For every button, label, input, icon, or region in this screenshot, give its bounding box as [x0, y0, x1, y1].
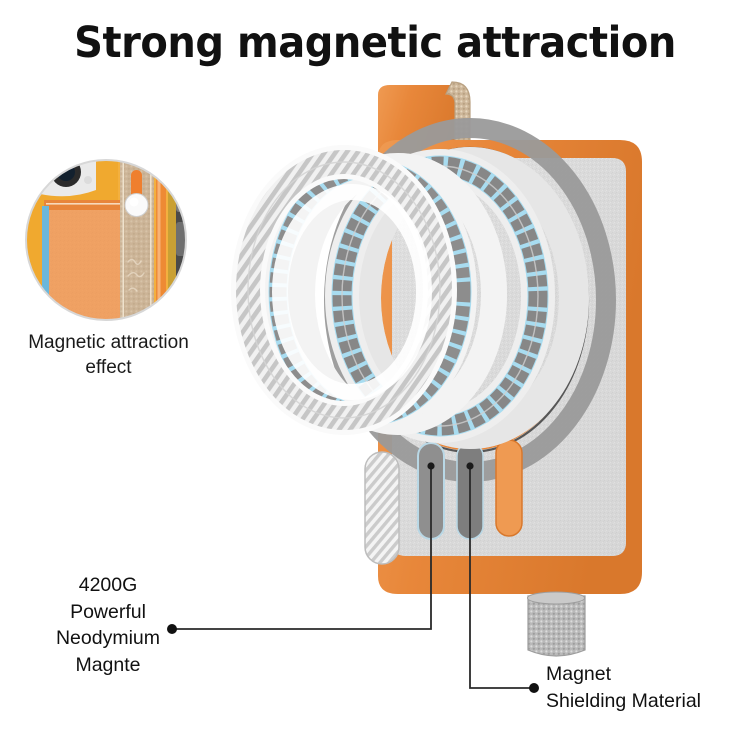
callout-magnet-line-4: Magnte — [75, 653, 141, 676]
orange-pill-slot — [495, 439, 523, 537]
ring-front-highlight — [272, 184, 432, 400]
magnet-ring-stack — [231, 145, 589, 449]
callout-label-magnet: 4200G Powerful Neodymium Magnte — [28, 572, 188, 678]
leader-lines — [172, 466, 534, 689]
bottom-strap-top — [527, 591, 585, 605]
leader-dot-magnet — [167, 624, 177, 634]
shielding-pill — [364, 451, 400, 565]
leader-dot-shield — [529, 683, 539, 693]
leader-anchor-shield — [466, 462, 474, 470]
bottom-strap-outline — [527, 595, 586, 657]
bottom-strap-group — [527, 591, 586, 657]
inset-caption: Magnetic attraction effect — [6, 330, 211, 380]
callout-label-shield: Magnet Shielding Material — [546, 661, 750, 715]
callout-shield-line-2: Shielding Material — [546, 690, 702, 712]
callout-magnet-line-1: 4200G — [78, 574, 138, 596]
leader-line-shield — [469, 466, 534, 689]
ring-1-shielding — [231, 145, 457, 435]
inset-caption-line-2: effect — [85, 357, 132, 378]
callout-shield-line-1: Magnet — [546, 663, 612, 685]
page-title: Strong magnetic attraction — [74, 18, 676, 68]
callout-magnet-line-2: Powerful — [70, 600, 146, 623]
leader-anchor-magnet — [427, 462, 435, 470]
callout-magnet-line-3: Neodymium — [55, 627, 161, 649]
inset-photo-border — [25, 159, 187, 321]
leader-line-magnet — [172, 466, 432, 630]
inset-photo — [25, 159, 187, 321]
bottom-strap-icon — [528, 596, 585, 656]
inset-caption-line-1: Magnetic attraction — [28, 332, 189, 353]
magnet-bar-group — [364, 439, 523, 565]
